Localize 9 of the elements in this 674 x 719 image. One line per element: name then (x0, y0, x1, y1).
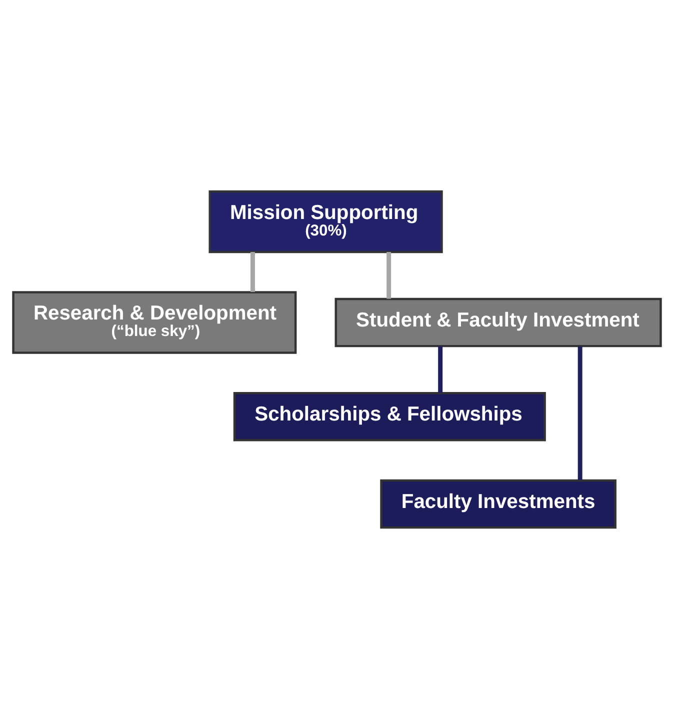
node-box: Mission Supporting (30%) (208, 190, 443, 254)
node-box: Faculty Investments (380, 479, 616, 529)
connector (250, 252, 255, 292)
node-box: Student & Faculty Investment (334, 298, 662, 348)
connector (386, 252, 392, 299)
node-box: Research & Development (“blue sky”) (12, 291, 297, 354)
connector (578, 346, 582, 480)
connector (438, 346, 443, 393)
node-box: Scholarships & Fellowships (233, 392, 546, 442)
